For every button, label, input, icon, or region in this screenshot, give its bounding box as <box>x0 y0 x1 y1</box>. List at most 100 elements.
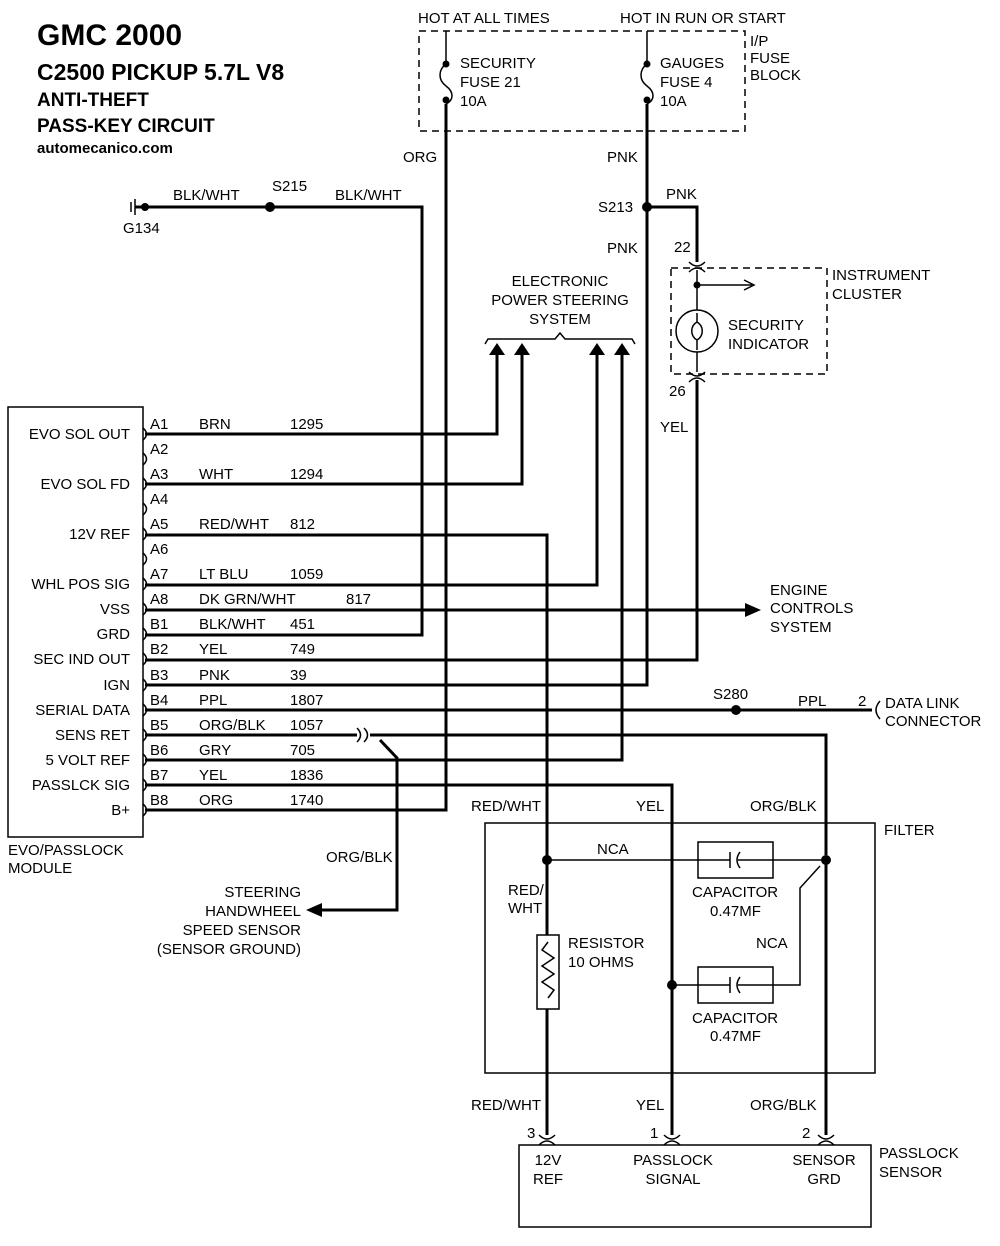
wire-pnk-label-3: PNK <box>607 240 638 257</box>
pin-label: PASSLCK SIG <box>32 777 130 794</box>
cluster-connector-26 <box>688 371 706 377</box>
top-wiring: ORG PNK S213 PNK PNK G134 BLK/WHT S215 B… <box>123 104 699 812</box>
wire-color: DK GRN/WHT <box>199 591 296 608</box>
capacitor-1-icon <box>697 841 774 879</box>
wire-gry-b6 <box>145 355 624 762</box>
engine-controls-arrow-icon <box>745 603 761 617</box>
pin-id: A8 <box>150 591 168 608</box>
ip-fuse-block: HOT AT ALL TIMES HOT IN RUN OR START I/P… <box>418 10 801 132</box>
sensor-pin-1: 1 <box>650 1125 658 1142</box>
security-indicator-label1: SECURITY <box>728 317 804 334</box>
pin-label: B+ <box>111 802 130 819</box>
title-line4: PASS-KEY CIRCUIT <box>37 116 215 137</box>
wire-pnk-label-2: PNK <box>666 186 697 203</box>
engine-controls-system: ENGINE CONTROLS SYSTEM <box>145 582 853 636</box>
pin-id: A6 <box>150 541 168 558</box>
wire-org-b8 <box>145 104 448 812</box>
fuse-block-outline <box>418 30 746 132</box>
filter-org-blk-bottom: ORG/BLK <box>750 1097 817 1114</box>
module-outline <box>7 406 144 838</box>
passlock-sensor-name2: SENSOR <box>879 1164 943 1181</box>
pin-label: EVO SOL OUT <box>29 426 130 443</box>
filter-red-label1: RED/ <box>508 882 545 899</box>
title-block: GMC 2000 C2500 PICKUP 5.7L V8 ANTI-THEFT… <box>37 19 284 157</box>
pin-label: GRD <box>97 626 131 643</box>
eps-arrow-a7-icon <box>589 343 605 355</box>
filter-nca1: NCA <box>597 841 629 858</box>
pin-id: B2 <box>150 641 168 658</box>
pin-label: 5 VOLT REF <box>46 752 130 769</box>
engine-controls-line3: SYSTEM <box>770 619 832 636</box>
capacitor-1-value: 0.47MF <box>710 903 761 920</box>
circuit-number: 39 <box>290 667 307 684</box>
pin-id: B5 <box>150 717 168 734</box>
circuit-number: 749 <box>290 641 315 658</box>
eps-brace <box>484 331 636 345</box>
data-link-connector: S280 PPL 2 DATA LINK CONNECTOR <box>145 686 982 730</box>
sensor-connector-3 <box>538 1134 556 1140</box>
pin-label: SERIAL DATA <box>35 702 130 719</box>
eps-arrow-b6-icon <box>614 343 630 355</box>
circuit-number: 705 <box>290 742 315 759</box>
filter-yel-top: YEL <box>636 798 664 815</box>
wire-color: PPL <box>199 692 227 709</box>
sensor-signal-label1: PASSLOCK <box>633 1152 713 1169</box>
wire-lt-blu-a7 <box>145 355 599 587</box>
dlc-line2: CONNECTOR <box>885 713 982 730</box>
wire-blk-wht-left-label: BLK/WHT <box>173 187 240 204</box>
pin-connector-icon <box>142 502 148 516</box>
filter-red-wht-bottom: RED/WHT <box>471 1097 541 1114</box>
wire-red-wht-a5 <box>145 533 549 860</box>
pin-label: WHL POS SIG <box>31 576 130 593</box>
pin-id: A5 <box>150 516 168 533</box>
splice-s280 <box>731 705 741 715</box>
inline-connector-icon <box>356 727 369 743</box>
wire-color: ORG/BLK <box>199 717 266 734</box>
circuit-number: 451 <box>290 616 315 633</box>
steering-handwheel-sensor: ORG/BLK STEERING HANDWHEEL SPEED SENSOR … <box>145 727 828 958</box>
sensor-grd-label1: SENSOR <box>792 1152 856 1169</box>
sensor-grd-label2: GRD <box>807 1171 841 1188</box>
circuit-number: 1059 <box>290 566 323 583</box>
splice-s280-label: S280 <box>713 686 748 703</box>
capacitor-1-label: CAPACITOR <box>692 884 778 901</box>
steering-wire-label: ORG/BLK <box>326 849 393 866</box>
passlock-sensor-outline <box>518 1144 872 1228</box>
pin-label: IGN <box>103 677 130 694</box>
pin-id: A4 <box>150 491 168 508</box>
pin-connector-icon <box>142 627 148 641</box>
wire-color: RED/WHT <box>199 516 269 533</box>
wire-color: GRY <box>199 742 231 759</box>
filter-yel-bottom: YEL <box>636 1097 664 1114</box>
hot-in-run-label: HOT IN RUN OR START <box>620 10 786 27</box>
wire-blk-wht-right-label: BLK/WHT <box>335 187 402 204</box>
pin-connector-icon <box>142 577 148 591</box>
capacitor-2-label: CAPACITOR <box>692 1010 778 1027</box>
splice-s213-label: S213 <box>598 199 633 216</box>
sensor-pin-2: 2 <box>802 1125 810 1142</box>
sensor-signal-label2: SIGNAL <box>645 1171 700 1188</box>
pin-label: SENS RET <box>55 727 130 744</box>
wire-wht-a3 <box>145 355 524 486</box>
wire-yel-label: YEL <box>660 419 688 436</box>
fuse-block-name3: BLOCK <box>750 67 801 84</box>
pin-id: A2 <box>150 441 168 458</box>
cluster-name1: INSTRUMENT <box>832 267 930 284</box>
eps-line3: SYSTEM <box>529 311 591 328</box>
pin-id: A7 <box>150 566 168 583</box>
pin-connector-icon <box>142 602 148 616</box>
pin-id: B8 <box>150 792 168 809</box>
cluster-outline <box>670 267 828 375</box>
steering-line3: SPEED SENSOR <box>183 922 302 939</box>
pin-label: VSS <box>100 601 130 618</box>
steering-line4: (SENSOR GROUND) <box>157 941 301 958</box>
wire-color: ORG <box>199 792 233 809</box>
sensor-connector-1 <box>663 1134 681 1140</box>
module-name2: MODULE <box>8 860 72 877</box>
steering-sensor-arrow-icon <box>306 903 322 917</box>
security-indicator-label2: INDICATOR <box>728 336 809 353</box>
wire-brn-a1 <box>145 355 499 436</box>
pin-label: 12V REF <box>69 526 130 543</box>
